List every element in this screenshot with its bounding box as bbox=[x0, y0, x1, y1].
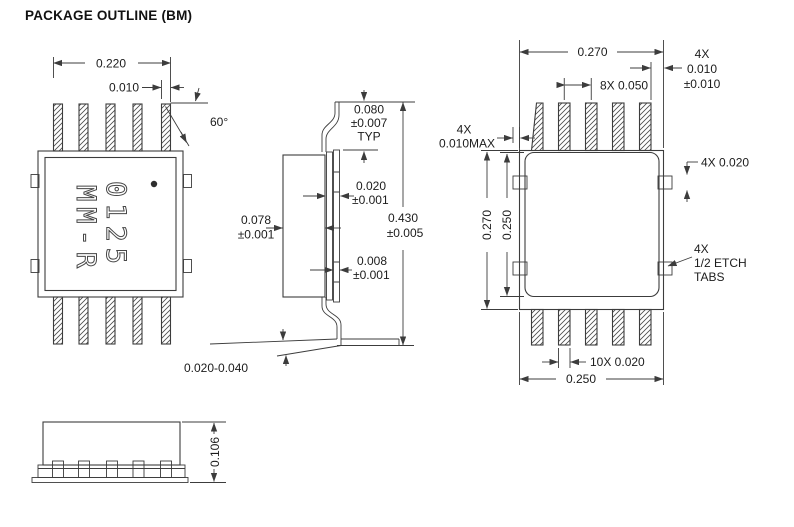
dim-body-thickness-0078: 0.078 ±0.001 bbox=[238, 213, 341, 242]
lead-span-label: 0.220 bbox=[96, 57, 126, 71]
body-height-label: 0.270 bbox=[480, 210, 494, 240]
corner-lead-qty-label: 4X bbox=[695, 47, 710, 61]
dim-lead-length-0080: 0.080 ±0.007 TYP bbox=[335, 90, 415, 163]
bottom-view-pins-bottom bbox=[530, 308, 652, 346]
body-thickness-label: 0.078 bbox=[241, 213, 271, 227]
dim-overall-width-0430: 0.430 ±0.005 bbox=[387, 102, 424, 346]
overall-width-label: 0.430 bbox=[388, 211, 418, 225]
bottom-view-leadframe-outline bbox=[518, 149, 665, 311]
dim-pad-thickness-0020: 0.020 ±0.001 bbox=[303, 179, 389, 207]
dim-overall-height-0106: 0.106 bbox=[182, 421, 226, 483]
paddle-height-label: 0.250 bbox=[500, 210, 514, 240]
dim-body-height-0270: 0.270 bbox=[480, 150, 518, 310]
bottom-view-die-paddle-hatched bbox=[524, 151, 660, 298]
lead-thickness-label: 0.008 bbox=[357, 254, 387, 268]
dim-lead-thickness-0008: 0.008 ±0.001 bbox=[310, 254, 390, 282]
dim-foot-standoff: 0.020-0.040 bbox=[184, 329, 342, 375]
side-view-leadframe-strip-1 bbox=[326, 151, 333, 301]
dim-corner-lead-gap: 4X 0.010 ±0.010 bbox=[630, 47, 721, 100]
dim-lead-width-0010: 0.010 bbox=[109, 80, 184, 99]
dim-lead-span-0220: 0.220 bbox=[53, 57, 171, 102]
tab-thickness-label: 4X 0.020 bbox=[701, 156, 749, 170]
pad-thickness-tol-label: ±0.001 bbox=[352, 193, 389, 207]
side-view-bottom-lead bbox=[321, 297, 414, 346]
lead-length-tol-label: ±0.007 bbox=[351, 116, 388, 130]
side-view-strip-ticks bbox=[333, 171, 340, 283]
lead-thickness-tol-label: ±0.001 bbox=[353, 268, 390, 282]
dim-edge-gap: 4X 0.010MAX bbox=[439, 123, 535, 151]
lead-length-label: 0.080 bbox=[354, 103, 384, 117]
top-view-pins-top bbox=[52, 103, 172, 152]
side-view-body bbox=[282, 154, 326, 298]
chip-marking-line1: 0125 bbox=[100, 181, 131, 270]
top-view: 0125 MM-R 0.220 0.010 60° bbox=[30, 57, 228, 345]
front-view: 0.106 bbox=[31, 421, 226, 483]
tab-note-line2-label: TABS bbox=[694, 270, 724, 284]
edge-gap-label: 0.010MAX bbox=[439, 137, 495, 151]
dim-lead-pitch: 8X 0.050 bbox=[556, 78, 648, 100]
dim-tab-thickness: 4X 0.020 bbox=[683, 156, 749, 202]
foot-standoff-label: 0.020-0.040 bbox=[184, 361, 248, 375]
side-view-leadframe-strip-2 bbox=[333, 149, 340, 303]
lead-length-typ-label: TYP bbox=[357, 130, 380, 144]
dim-lead-span-0250: 0.250 bbox=[519, 312, 664, 386]
lead-width-label: 0.010 bbox=[109, 81, 139, 95]
front-view-leads bbox=[52, 460, 172, 478]
side-view: 0.080 ±0.007 TYP 0.020 ±0.001 0.078 ±0.0… bbox=[184, 90, 424, 375]
pin1-indicator-dot bbox=[150, 180, 158, 188]
front-view-body bbox=[42, 421, 181, 466]
chip-marking-line2: MM-R bbox=[70, 185, 101, 274]
dim-paddle-height-0250: 0.250 bbox=[500, 152, 524, 297]
corner-lead-gap-label: 0.010 bbox=[687, 62, 717, 76]
overall-height-label: 0.106 bbox=[208, 437, 222, 467]
front-view-shoulder bbox=[37, 464, 186, 478]
bottom-view-etch-tabs bbox=[512, 175, 673, 276]
tab-note-line1-label: 1/2 ETCH bbox=[694, 256, 747, 270]
dim-lead-width-10x: 10X 0.020 bbox=[542, 348, 645, 369]
lead-pitch-label: 8X 0.050 bbox=[600, 79, 648, 93]
corner-lead-gap-tol-label: ±0.010 bbox=[684, 77, 721, 91]
lead-tip-angle-label: 60° bbox=[210, 115, 228, 129]
top-view-pins-bottom bbox=[52, 296, 172, 345]
body-thickness-tol-label: ±0.001 bbox=[238, 228, 275, 242]
edge-gap-qty-label: 4X bbox=[457, 123, 472, 137]
front-view-base-strip bbox=[31, 477, 189, 483]
lead-span-0250-label: 0.250 bbox=[566, 372, 596, 386]
lead-width-10x-label: 10X 0.020 bbox=[590, 355, 645, 369]
bottom-view: 0.270 4X 0.010 ±0.010 8X 0.050 bbox=[439, 40, 749, 386]
pad-thickness-label: 0.020 bbox=[356, 179, 386, 193]
page-title: PACKAGE OUTLINE (BM) bbox=[25, 8, 193, 23]
tab-note-qty-label: 4X bbox=[694, 242, 709, 256]
body-width-label: 0.270 bbox=[577, 45, 607, 59]
side-view-top-lead bbox=[321, 101, 340, 152]
overall-width-tol-label: ±0.005 bbox=[387, 226, 424, 240]
lead-tip-angle-annotation: 60° bbox=[165, 87, 228, 147]
etch-tabs-note: 4X 1/2 ETCH TABS bbox=[667, 242, 747, 284]
bottom-view-pins-top bbox=[530, 102, 652, 152]
top-view-body bbox=[37, 150, 184, 298]
